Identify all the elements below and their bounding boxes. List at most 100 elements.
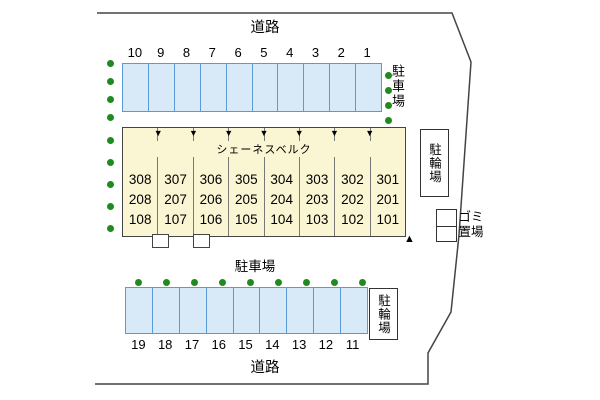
unit-number: 102 xyxy=(341,212,364,227)
entrance-structure xyxy=(193,234,210,248)
stall-number: 16 xyxy=(211,337,226,352)
tree-dot xyxy=(107,60,114,67)
parking-stall xyxy=(174,64,201,111)
parking-stall xyxy=(226,64,253,111)
stall-number: 18 xyxy=(157,337,173,352)
parking-stall xyxy=(287,288,315,333)
tree-dot xyxy=(385,102,392,109)
unit-number: 305 xyxy=(235,172,258,187)
parking-stall xyxy=(148,64,175,111)
parking-stall xyxy=(152,288,180,333)
tree-dot xyxy=(107,159,114,166)
triangle-down-icon: ▼ xyxy=(294,128,304,138)
tree-dot xyxy=(107,203,114,210)
unit-number: 204 xyxy=(270,192,293,207)
unit-number: 307 xyxy=(164,172,187,187)
mid-parking-label: 駐車場 xyxy=(234,259,276,274)
entrance-structure xyxy=(152,234,169,248)
unit-number: 301 xyxy=(376,172,400,187)
bottom-parking-stalls xyxy=(125,287,368,334)
stall-number: 19 xyxy=(131,337,146,352)
stall-number: 1 xyxy=(363,45,371,60)
unit-number: 101 xyxy=(376,212,400,227)
stall-number: 8 xyxy=(182,45,191,60)
building-column: 305 205 105 xyxy=(229,128,265,236)
tree-dot xyxy=(303,279,310,286)
tree-dot xyxy=(275,279,282,286)
parking-stall xyxy=(356,64,382,111)
tree-dot xyxy=(331,279,338,286)
triangle-down-icon: ▼ xyxy=(330,128,339,138)
unit-number: 306 xyxy=(199,172,223,187)
unit-number: 303 xyxy=(305,172,329,187)
parking-stall xyxy=(314,288,342,333)
unit-number: 302 xyxy=(341,172,364,187)
tree-dot xyxy=(191,279,198,286)
parking-stall xyxy=(233,288,261,333)
stall-number: 5 xyxy=(260,45,268,60)
bike-parking-top: 駐輪場 xyxy=(420,129,449,197)
tree-dot xyxy=(135,279,142,286)
tree-dot xyxy=(385,72,392,79)
parking-stall xyxy=(252,64,279,111)
unit-number: 206 xyxy=(199,192,223,207)
stall-number: 15 xyxy=(238,337,253,352)
triangle-down-icon: ▼ xyxy=(153,128,163,138)
tree-dot xyxy=(107,78,114,85)
tree-dot xyxy=(163,279,170,286)
building-column: 307 207 107 xyxy=(158,128,194,236)
stall-number: 10 xyxy=(127,45,143,60)
road-label-bottom: 道路 xyxy=(250,360,280,376)
unit-number: 208 xyxy=(128,192,152,207)
garbage-box-divider xyxy=(437,225,456,227)
unit-number: 205 xyxy=(235,192,258,207)
unit-number: 304 xyxy=(270,172,293,187)
stall-number: 9 xyxy=(157,45,165,60)
triangle-down-icon: ▼ xyxy=(259,128,269,138)
building-name: シェーネスベルク xyxy=(123,141,405,157)
parking-stall xyxy=(341,288,368,333)
stall-number: 12 xyxy=(318,337,334,352)
tree-dot xyxy=(219,279,226,286)
stall-number: 2 xyxy=(337,45,345,60)
unit-number: 106 xyxy=(199,212,223,227)
unit-number: 107 xyxy=(164,212,187,227)
stall-number: 3 xyxy=(311,45,320,60)
stall-number: 17 xyxy=(184,337,200,352)
unit-number: 203 xyxy=(305,192,329,207)
garbage-label-line2: 置場 xyxy=(458,225,484,239)
top-parking-label: 駐車場 xyxy=(390,64,405,109)
tree-dot xyxy=(359,279,366,286)
parking-stall xyxy=(260,288,288,333)
parking-stall xyxy=(206,288,234,333)
tree-dot xyxy=(247,279,254,286)
building-column: 302 202 102 xyxy=(335,128,371,236)
tree-dot xyxy=(107,96,114,103)
tree-dot xyxy=(107,137,114,144)
tree-dot xyxy=(107,225,114,232)
parking-stall xyxy=(330,64,357,111)
stall-number: 6 xyxy=(234,45,242,60)
stall-number: 14 xyxy=(265,337,280,352)
unit-number: 202 xyxy=(341,192,364,207)
tree-dot xyxy=(385,87,392,94)
building-entrance-markers: ▼▼▼▼▼▼▼ xyxy=(123,128,405,138)
parking-stall xyxy=(126,288,153,333)
triangle-down-icon: ▼ xyxy=(365,128,375,138)
unit-number: 207 xyxy=(164,192,187,207)
garbage-label-line1: ゴミ xyxy=(458,210,484,224)
parking-stall xyxy=(304,64,331,111)
unit-number: 105 xyxy=(235,212,258,227)
garbage-label: ゴミ 置場 xyxy=(457,210,485,240)
bike-parking-top-label: 駐輪場 xyxy=(427,142,441,184)
unit-number: 108 xyxy=(128,212,152,227)
